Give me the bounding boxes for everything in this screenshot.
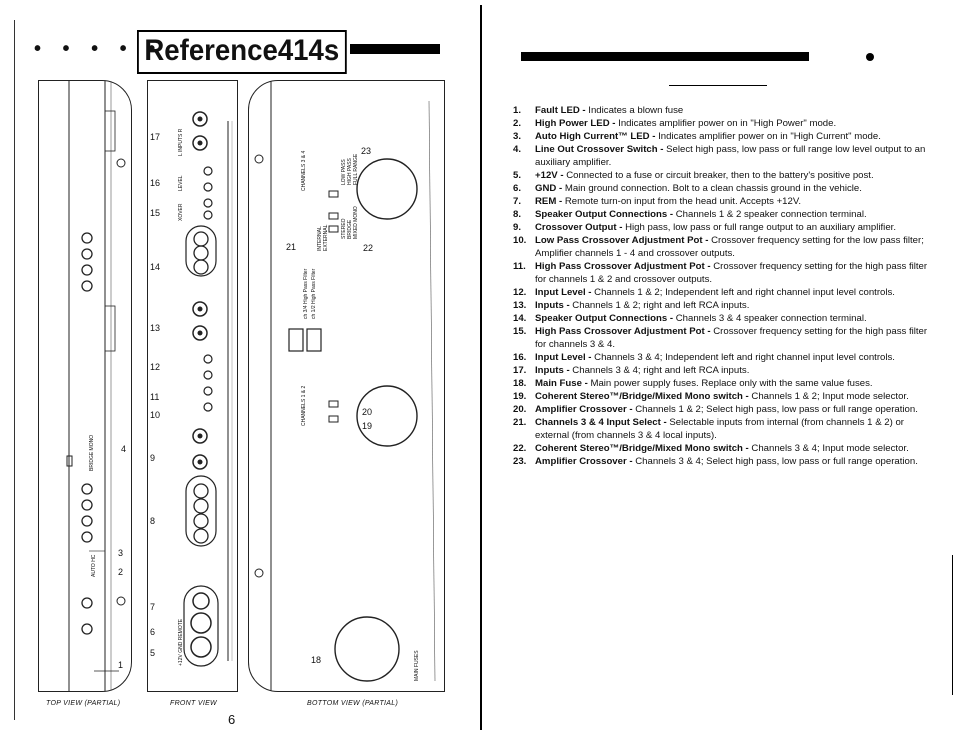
left-page-edge <box>14 20 15 720</box>
list-item: 7.REM - Remote turn-on input from the he… <box>513 196 802 207</box>
front-xover-label: XOVER <box>178 203 184 221</box>
top-view-panel: BRIDGE MONO AUTO HC <box>38 80 132 692</box>
list-item: 9.Crossover Output - High pass, low pass… <box>513 222 896 233</box>
callout-1: 1 <box>118 660 124 670</box>
callout-14: 14 <box>150 262 161 272</box>
bottom-main-fuses-label: MAIN FUSES <box>414 650 420 681</box>
callout-3: 3 <box>118 548 124 558</box>
list-item: 11.High Pass Crossover Adjustment Pot - … <box>513 261 928 285</box>
bottom-view-panel: CHANNELS 3 & 4 CHANNELS 1 & 2 LOW PASS H… <box>248 80 445 692</box>
list-item: 2.High Power LED - Indicates amplifier p… <box>513 118 837 129</box>
callout-23: 23 <box>361 146 372 156</box>
caption-front-view: FRONT VIEW <box>170 700 217 707</box>
bottom-view-drawing <box>254 81 436 691</box>
callout-22: 22 <box>363 243 374 253</box>
callout-19: 19 <box>362 421 373 431</box>
top-view-drawing <box>66 81 126 691</box>
list-item: 5.+12V - Connected to a fuse or circuit … <box>513 170 874 181</box>
list-item: 14.Speaker Output Connections - Channels… <box>513 313 867 324</box>
list-item: 8.Speaker Output Connections - Channels … <box>513 209 867 220</box>
list-item: 17.Inputs - Channels 3 & 4; right and le… <box>513 365 750 376</box>
callout-7: 7 <box>150 602 156 612</box>
bottom-ch12-label: CHANNELS 1 & 2 <box>301 385 307 426</box>
list-item: 6.GND - Main ground connection. Bolt to … <box>513 183 862 194</box>
list-item: 23.Amplifier Crossover - Channels 3 & 4;… <box>513 456 918 467</box>
section-dot <box>866 53 874 61</box>
callout-5: 5 <box>150 648 156 658</box>
section-underline <box>669 85 767 86</box>
right-page-edge <box>952 555 953 695</box>
bottom-external-label: EXTERNAL <box>323 224 329 251</box>
list-item: 20.Amplifier Crossover - Channels 1 & 2;… <box>513 404 918 415</box>
callout-4: 4 <box>121 444 127 454</box>
bottom-fuse-ch12-label: ch 1/2 High Pass Filter <box>311 268 317 319</box>
callout-2: 2 <box>118 567 124 577</box>
list-item: 19.Coherent Stereo™/Bridge/Mixed Mono sw… <box>513 391 909 402</box>
front-inputs-label: L INPUTS R <box>178 128 184 156</box>
bottom-fuse-ch34-label: ch 3/4 High Pass Filter <box>303 268 309 319</box>
section-bar <box>521 52 809 61</box>
top-switch-label: BRIDGE MONO <box>89 434 95 471</box>
title-dots: • • • • • <box>34 38 164 60</box>
front-view-drawing <box>183 111 233 667</box>
list-item: 1.Fault LED - Indicates a blown fuse <box>513 105 684 116</box>
list-item: 3.Auto High Current™ LED - Indicates amp… <box>513 131 881 142</box>
callout-12: 12 <box>150 362 161 372</box>
list-item: 21.Channels 3 & 4 Input Select - Selecta… <box>513 417 904 441</box>
front-power-label: +12V GND REMOTE <box>178 618 184 666</box>
list-item: 4.Line Out Crossover Switch - Select hig… <box>513 144 926 168</box>
bottom-mixed-label: MIXED MONO <box>353 206 359 239</box>
title-bar <box>350 44 440 54</box>
list-item: 12.Input Level - Channels 1 & 2; Indepen… <box>513 287 895 298</box>
callout-15: 15 <box>150 208 161 218</box>
callout-17: 17 <box>150 132 161 142</box>
callout-10: 10 <box>150 410 161 420</box>
bottom-fullrange-label: FULL RANGE <box>353 153 359 185</box>
callout-18: 18 <box>311 655 322 665</box>
front-level-label: LEVEL <box>178 175 184 191</box>
caption-bottom-view: BOTTOM VIEW (PARTIAL) <box>307 700 399 707</box>
list-item: 13.Inputs - Channels 1 & 2; right and le… <box>513 300 750 311</box>
callout-6: 6 <box>150 627 156 637</box>
front-view-panel: L INPUTS R LEVEL XOVER +12V GND REMOTE <box>147 80 238 692</box>
callout-20: 20 <box>362 407 373 417</box>
caption-top-view: TOP VIEW (PARTIAL) <box>46 700 121 707</box>
list-item: 18.Main Fuse - Main power supply fuses. … <box>513 378 873 389</box>
callout-9: 9 <box>150 453 156 463</box>
page-divider <box>480 5 482 730</box>
page-number: 6 <box>228 712 236 727</box>
list-item: 16.Input Level - Channels 3 & 4; Indepen… <box>513 352 895 363</box>
callout-8: 8 <box>150 516 156 526</box>
list-item: 15.High Pass Crossover Adjustment Pot - … <box>513 326 928 350</box>
callout-16: 16 <box>150 178 161 188</box>
page-title: Reference414s <box>137 30 347 74</box>
top-led-label: AUTO HC <box>91 554 97 577</box>
callout-21: 21 <box>286 242 297 252</box>
callout-11: 11 <box>150 392 160 402</box>
feature-list: 1.Fault LED - Indicates a blown fuse 2.H… <box>513 104 931 468</box>
callout-13: 13 <box>150 323 161 333</box>
list-item: 10.Low Pass Crossover Adjustment Pot - C… <box>513 235 924 259</box>
bottom-ch34-label: CHANNELS 3 & 4 <box>301 150 307 191</box>
list-item: 22.Coherent Stereo™/Bridge/Mixed Mono sw… <box>513 443 909 454</box>
